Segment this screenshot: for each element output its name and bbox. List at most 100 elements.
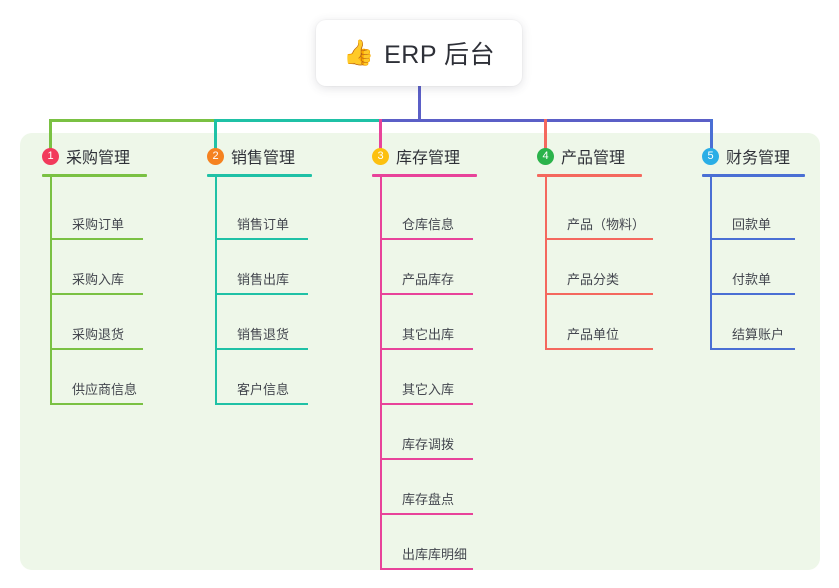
- branch-title-3: 库存管理: [396, 150, 461, 167]
- leaf-item[interactable]: 供应商信息: [50, 359, 143, 405]
- leaf-item[interactable]: 付款单: [710, 249, 795, 295]
- branch-title-2: 销售管理: [231, 150, 296, 167]
- leaf-item[interactable]: 产品库存: [380, 249, 473, 295]
- leaf-item[interactable]: 客户信息: [215, 359, 308, 405]
- leaf-item-underline: [380, 568, 473, 570]
- root-stem: [418, 86, 421, 122]
- branch-spine-2: [215, 177, 217, 405]
- leaf-item[interactable]: 产品单位: [545, 304, 653, 350]
- leaf-item-label: 销售出库: [237, 272, 290, 287]
- leaf-item-underline: [50, 238, 143, 240]
- leaf-item-label: 客户信息: [237, 382, 290, 397]
- leaf-item-underline: [215, 403, 308, 405]
- leaf-item-underline: [380, 513, 473, 515]
- leaf-item-label: 采购订单: [72, 217, 125, 232]
- branch-spine-5: [710, 177, 712, 350]
- branch-header-4[interactable]: 4 产品管理: [517, 140, 625, 172]
- leaf-item-underline: [215, 293, 308, 295]
- branch-underline-2: [207, 174, 312, 177]
- branch-header-1[interactable]: 1 采购管理: [22, 140, 130, 172]
- branch-spine-3: [380, 177, 382, 570]
- leaf-item[interactable]: 采购入库: [50, 249, 143, 295]
- branch-column-4: 4 产品管理: [517, 140, 642, 177]
- leaf-item[interactable]: 采购订单: [50, 194, 143, 240]
- leaf-item[interactable]: 销售退货: [215, 304, 308, 350]
- leaf-item-underline: [380, 293, 473, 295]
- leaf-item-label: 销售订单: [237, 217, 290, 232]
- leaf-item-label: 回款单: [732, 217, 772, 232]
- leaf-item[interactable]: 产品分类: [545, 249, 653, 295]
- leaf-item-label: 付款单: [732, 272, 772, 287]
- leaf-item-underline: [545, 348, 653, 350]
- branch-badge-1: 1: [42, 147, 59, 165]
- leaf-item[interactable]: 回款单: [710, 194, 795, 240]
- branch-badge-2: 2: [207, 147, 224, 165]
- leaf-item-underline: [710, 348, 795, 350]
- leaf-item-label: 产品单位: [567, 327, 620, 342]
- leaf-item[interactable]: 其它入库: [380, 359, 473, 405]
- leaf-item[interactable]: 采购退货: [50, 304, 143, 350]
- leaf-item[interactable]: 出库库明细: [380, 524, 473, 570]
- leaf-item-label: 库存调拨: [402, 437, 455, 452]
- leaf-item-underline: [545, 238, 653, 240]
- leaf-item-underline: [380, 238, 473, 240]
- branch-header-5[interactable]: 5 财务管理: [682, 140, 790, 172]
- leaf-item-label: 采购退货: [72, 327, 125, 342]
- branch-title-5: 财务管理: [726, 150, 791, 167]
- branch-title-1: 采购管理: [66, 150, 131, 167]
- branch-underline-1: [42, 174, 147, 177]
- leaf-item-label: 其它入库: [402, 382, 455, 397]
- leaf-item[interactable]: 销售出库: [215, 249, 308, 295]
- leaf-item[interactable]: 仓库信息: [380, 194, 473, 240]
- thumbs-up-emoji: 👍: [342, 38, 375, 67]
- leaf-item-underline: [50, 348, 143, 350]
- root-node-label: ERP 后台: [384, 41, 496, 69]
- leaf-item-label: 其它出库: [402, 327, 455, 342]
- root-node[interactable]: 👍 ERP 后台: [316, 20, 522, 86]
- leaf-item-underline: [50, 293, 143, 295]
- leaf-item[interactable]: 销售订单: [215, 194, 308, 240]
- branch-underline-3: [372, 174, 477, 177]
- bus-segment-green: [49, 119, 216, 122]
- leaf-item-label: 采购入库: [72, 272, 125, 287]
- drop-stem-3: [379, 119, 382, 150]
- leaf-item-underline: [380, 403, 473, 405]
- leaf-item-label: 销售退货: [237, 327, 290, 342]
- leaf-item[interactable]: 库存调拨: [380, 414, 473, 460]
- branch-spine-4: [545, 177, 547, 350]
- leaf-item-underline: [710, 293, 795, 295]
- branch-header-3[interactable]: 3 库存管理: [352, 140, 460, 172]
- branch-badge-3: 3: [372, 147, 389, 165]
- diagram-panel: [20, 133, 820, 570]
- branch-header-2[interactable]: 2 销售管理: [187, 140, 295, 172]
- leaf-item-underline: [710, 238, 795, 240]
- leaf-item-underline: [545, 293, 653, 295]
- branch-badge-4: 4: [537, 147, 554, 165]
- leaf-item-underline: [380, 458, 473, 460]
- leaf-item[interactable]: 其它出库: [380, 304, 473, 350]
- branch-underline-4: [537, 174, 642, 177]
- branch-column-3: 3 库存管理: [352, 140, 477, 177]
- branch-title-4: 产品管理: [561, 150, 626, 167]
- bus-segment-teal: [214, 119, 381, 122]
- leaf-item[interactable]: 产品（物料）: [545, 194, 653, 240]
- branch-column-5: 5 财务管理: [682, 140, 805, 177]
- drop-stem-4: [544, 119, 547, 150]
- leaf-item[interactable]: 结算账户: [710, 304, 795, 350]
- leaf-item-label: 仓库信息: [402, 217, 455, 232]
- branch-badge-5: 5: [702, 147, 719, 165]
- leaf-item-label: 产品（物料）: [567, 217, 646, 232]
- leaf-item[interactable]: 库存盘点: [380, 469, 473, 515]
- leaf-item-underline: [215, 238, 308, 240]
- leaf-item-underline: [215, 348, 308, 350]
- branch-spine-1: [50, 177, 52, 405]
- leaf-item-underline: [50, 403, 143, 405]
- leaf-item-label: 结算账户: [732, 327, 785, 342]
- leaf-item-label: 产品分类: [567, 272, 620, 287]
- branch-column-2: 2 销售管理: [187, 140, 312, 177]
- leaf-item-label: 出库库明细: [402, 547, 468, 562]
- leaf-item-label: 供应商信息: [72, 382, 138, 397]
- branch-column-1: 1 采购管理: [22, 140, 147, 177]
- drop-stem-1: [49, 119, 52, 150]
